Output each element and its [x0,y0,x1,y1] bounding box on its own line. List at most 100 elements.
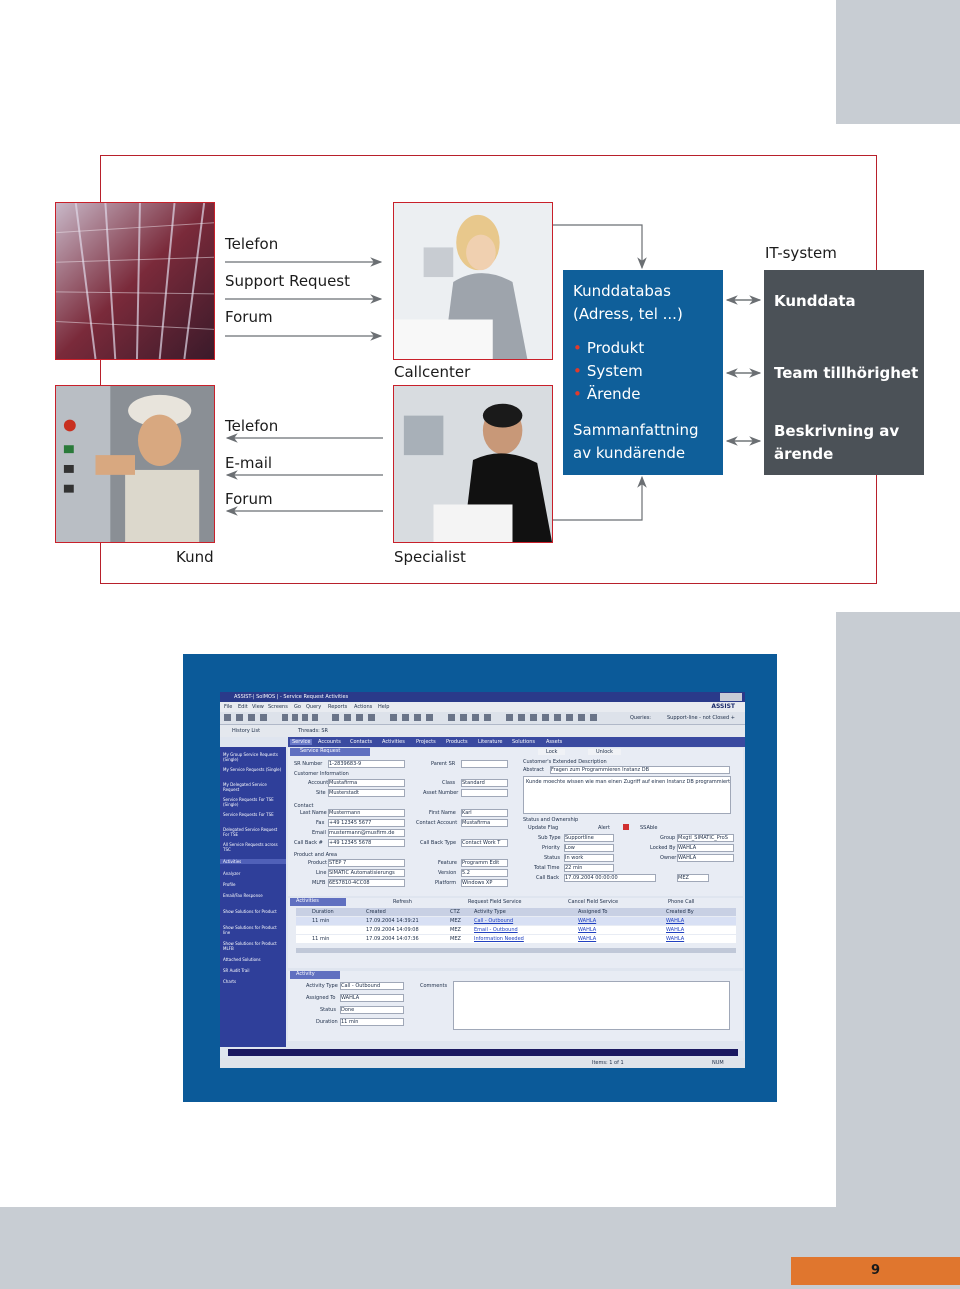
col-created-by[interactable]: Created By [666,909,694,915]
menu-actions[interactable]: Actions [354,704,373,710]
table-row[interactable]: 11 min 17.09.2004 14:07:36 MEZ Informati… [296,935,736,943]
feature-field[interactable]: Programm Edit [461,859,508,867]
last-name-field[interactable]: Mustermann [328,809,405,817]
tab-accounts[interactable]: Accounts [318,739,341,745]
activity-duration-field[interactable]: 11 min [340,1018,404,1026]
activity-type-field[interactable]: Call - Outbound [340,982,404,990]
refresh-button[interactable]: Refresh [393,899,412,905]
phone-call-button[interactable]: Phone Call [668,899,695,905]
group-field[interactable]: Mxgtl_SIMATIC_ProS [677,834,734,842]
cancel-field-service-button[interactable]: Cancel Field Service [568,899,619,905]
product-field[interactable]: STEP 7 [328,859,405,867]
sidebar-item-sr-tse-single[interactable]: Service Requests For TSE (Single) [223,797,274,807]
assigned-to-field[interactable]: WAHLA [340,994,404,1002]
cell-activity-type[interactable]: Information Needed [474,936,524,942]
sidebar-item-attached[interactable]: Attached Solutions [223,957,261,962]
parent-sr-field[interactable] [461,760,508,768]
tab-contacts[interactable]: Contacts [350,739,373,745]
class-field[interactable]: Standard [461,779,508,787]
sidebar-item-charts[interactable]: Charts [223,979,237,984]
sidebar-item-solutions-product[interactable]: Show Solutions for Product [223,909,277,914]
sidebar-item-delegated-sr[interactable]: My Delegated Service Request [223,782,267,792]
tab-service[interactable]: Service [290,739,313,745]
abstract-field[interactable]: Fragen zum Programmieren Instanz DB [550,766,730,774]
menu-file[interactable]: File [224,704,233,710]
menu-view[interactable]: View [252,704,264,710]
unlock-button[interactable]: Unlock [588,749,621,755]
cell-created-by[interactable]: WAHLA [666,927,685,933]
tab-literature[interactable]: Literature [478,739,503,745]
call-back-field[interactable]: +49 12345 5678 [328,839,405,847]
col-assigned-to[interactable]: Assigned To [578,909,608,915]
cell-activity-type[interactable]: Email - Outbound [474,927,518,933]
contact-account-field[interactable]: Mustafirma [461,819,508,827]
history-list[interactable]: History List [232,728,261,734]
tab-products[interactable]: Products [446,739,468,745]
sidebar-item-all-sr[interactable]: All Service Requests across TSC [223,842,278,852]
zone-field[interactable]: MEZ [677,874,709,882]
queries-select[interactable]: Support-line - not Closed + [667,715,735,721]
fax-field[interactable]: +49 12345 5677 [328,819,405,827]
tab-projects[interactable]: Projects [416,739,436,745]
line-field[interactable]: SIMATIC Automatisierungs [328,869,405,877]
sidebar-item-my-group-sr[interactable]: My Group Service Requests (Single) [223,752,278,762]
version-field[interactable]: 5.2 [461,869,508,877]
cell-created-by[interactable]: WAHLA [666,936,685,942]
table-row[interactable]: 11 min 17.09.2004 14:39:21 MEZ Call - Ou… [296,917,736,925]
sub-type-field[interactable]: Supportline [564,834,614,842]
horizontal-scrollbar[interactable] [228,1049,738,1056]
cell-assigned-to[interactable]: WAHLA [578,936,597,942]
sidebar-item-analyzer[interactable]: Analyzer [223,871,241,876]
col-duration[interactable]: Duration [312,909,334,915]
toolbar-icons[interactable] [224,714,604,722]
sidebar-item-solutions-line[interactable]: Show Solutions for Product line [223,925,277,935]
activity-status-field[interactable]: Done [340,1006,404,1014]
locked-by-field[interactable]: WAHLA [677,844,734,852]
sidebar-item-delegated-tse[interactable]: Delegated Service Request For TSE [223,827,278,837]
first-name-field[interactable]: Karl [461,809,508,817]
cell-activity-type[interactable]: Call - Outbound [474,918,514,924]
table-row[interactable]: 17.09.2004 14:09:08 MEZ Email - Outbound… [296,926,736,934]
cell-created-by[interactable]: WAHLA [666,918,685,924]
priority-field[interactable]: Low [564,844,614,852]
owner-field[interactable]: WAHLA [677,854,734,862]
total-time-field[interactable]: 22 min [564,864,614,872]
sidebar-item-sr-tse[interactable]: Service Requests For TSE [223,812,274,817]
lock-button[interactable]: Lock [538,749,566,755]
menu-query[interactable]: Query [306,704,322,710]
col-activity-type[interactable]: Activity Type [474,909,506,915]
col-created[interactable]: Created [366,909,386,915]
sidebar-item-email-fax[interactable]: Email/Fax Response [223,893,263,898]
sidebar-item-profile[interactable]: Profile [223,882,236,887]
platform-field[interactable]: Windows XP [461,879,508,887]
menu-edit[interactable]: Edit [238,704,248,710]
ext-desc-field[interactable]: Kunde moechte wissen wie man einen Zugri… [523,776,731,814]
asset-number-field[interactable] [461,789,508,797]
mlfb-field[interactable]: 6ES7810-4CC08 [328,879,405,887]
request-field-service-button[interactable]: Request Field Service [468,899,522,905]
site-field[interactable]: Musterstadt [328,789,405,797]
comments-field[interactable] [453,981,730,1030]
sr-number-field[interactable]: 1-2839683-9 [328,760,405,768]
call-back-date-field[interactable]: 17.09.2004 00:00:00 [564,874,656,882]
sidebar-item-solutions-mlfb[interactable]: Show Solutions for Product MLFB [223,941,277,951]
menu-go[interactable]: Go [294,704,301,710]
sidebar-item-my-sr[interactable]: My Service Requests (Single) [223,767,282,772]
account-field[interactable]: Mustafirma [328,779,405,787]
email-field[interactable]: mustermann@musfirm.de [328,829,405,837]
sidebar-item-audit[interactable]: SR Audit Trail [223,968,250,973]
table-scrollbar[interactable] [296,948,736,953]
tab-solutions[interactable]: Solutions [512,739,535,745]
menu-reports[interactable]: Reports [328,704,348,710]
status-field[interactable]: In work [564,854,614,862]
call-back-type-field[interactable]: Contact Work T [461,839,508,847]
tab-assets[interactable]: Assets [546,739,563,745]
tab-activities[interactable]: Activities [382,739,405,745]
col-ctz[interactable]: CTZ [450,909,460,915]
sidebar-item-activities[interactable]: Activities [220,859,286,864]
menu-help[interactable]: Help [378,704,390,710]
cell-assigned-to[interactable]: WAHLA [578,918,597,924]
menu-screens[interactable]: Screens [268,704,288,710]
window-controls[interactable] [720,693,742,701]
cell-assigned-to[interactable]: WAHLA [578,927,597,933]
